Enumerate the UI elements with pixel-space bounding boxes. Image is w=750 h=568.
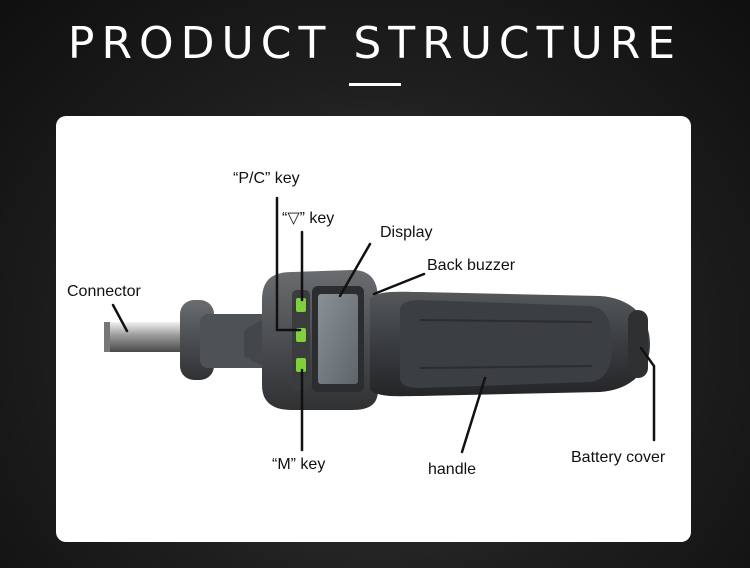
leader-lines — [111, 196, 656, 454]
label-pc-key: “P/C” key — [233, 170, 300, 187]
label-m-key: “M” key — [272, 456, 326, 473]
m-key-button — [296, 358, 306, 372]
page-title: PRODUCT STRUCTURE — [67, 18, 683, 69]
label-connector: Connector — [67, 283, 141, 300]
battery-cover — [628, 310, 648, 378]
down-key-button — [296, 328, 306, 342]
handle-grip — [370, 291, 650, 397]
pc-key-button — [296, 298, 306, 312]
title-underline — [349, 83, 401, 86]
label-down-key: “▽” key — [282, 210, 335, 227]
label-display: Display — [380, 224, 433, 241]
label-battery-cover: Battery cover — [571, 449, 666, 466]
key-panel — [292, 290, 310, 390]
label-handle: handle — [428, 461, 477, 478]
connector-shaft — [104, 322, 190, 352]
lcd-display — [312, 286, 364, 392]
label-back-buzzer: Back buzzer — [427, 257, 516, 274]
